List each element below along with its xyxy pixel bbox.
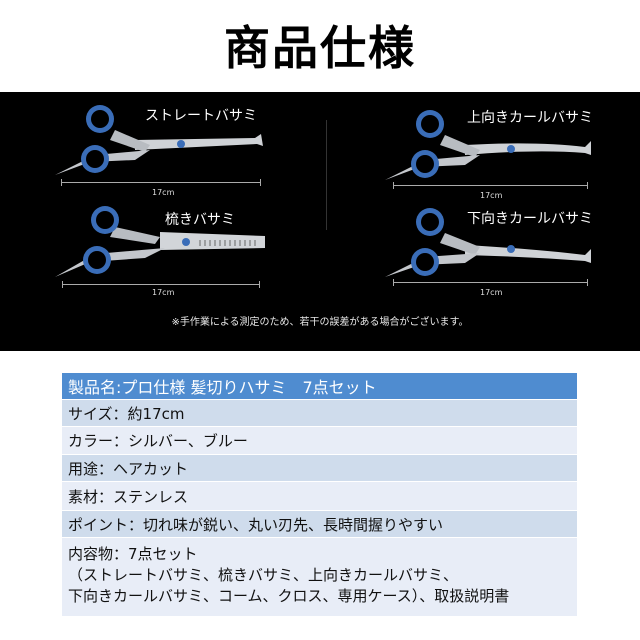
spec-header: 製品名:プロ仕様 髪切りハサミ 7点セット [62, 373, 577, 400]
item-label: 上向きカールバサミ [467, 110, 593, 126]
page-title: 商品仕様 [224, 21, 416, 75]
length-line [61, 179, 261, 186]
length-label: 17cm [480, 191, 503, 200]
up-curved-scissors-icon [385, 110, 591, 180]
scissors-item-thinning: 梳きバサミ 17cm [55, 202, 355, 302]
item-label: ストレートバサミ [145, 108, 257, 124]
length-label: 17cm [480, 288, 503, 297]
length-line [393, 182, 588, 189]
length-line [393, 279, 588, 286]
spec-row-contents: 内容物：7点セット （ストレートバサミ、梳きバサミ、上向きカールバサミ、 下向き… [62, 538, 577, 617]
scissors-item-up-curved: 上向きカールバサミ 17cm [385, 105, 640, 205]
measurement-note: ※手作業による測定のため、若干の誤差がある場合がございます。 [171, 317, 469, 328]
scissors-item-straight: ストレートバサミ 17cm [55, 100, 355, 200]
spec-row-usage: 用途：ヘアカット [62, 455, 577, 482]
contents-line-3: 下向きカールバサミ、コーム、クロス、専用ケース）、取扱説明書 [68, 587, 510, 605]
thinning-scissors-icon [55, 206, 265, 277]
scissors-item-down-curved: 下向きカールバサミ 17cm [385, 205, 640, 305]
item-label: 梳きバサミ [165, 212, 235, 228]
spec-row-size: サイズ：約17cm [62, 400, 577, 427]
down-curved-scissors-icon [385, 208, 591, 277]
spec-table: 製品名:プロ仕様 髪切りハサミ 7点セット サイズ：約17cm カラー：シルバー… [62, 373, 577, 617]
contents-line-2: （ストレートバサミ、梳きバサミ、上向きカールバサミ、 [68, 566, 459, 584]
length-line [62, 281, 260, 288]
length-label: 17cm [152, 188, 175, 197]
length-label: 17cm [152, 288, 175, 297]
spec-row-color: カラー：シルバー、ブルー [62, 427, 577, 455]
spec-row-points: ポイント：切れ味が鋭い、丸い刃先、長時間握りやすい [62, 511, 577, 538]
spec-row-material: 素材：ステンレス [62, 482, 577, 511]
panel-divider [326, 120, 327, 230]
item-label: 下向きカールバサミ [467, 211, 593, 227]
straight-scissors-icon [55, 105, 263, 175]
contents-line-1: 内容物：7点セット [68, 545, 198, 563]
